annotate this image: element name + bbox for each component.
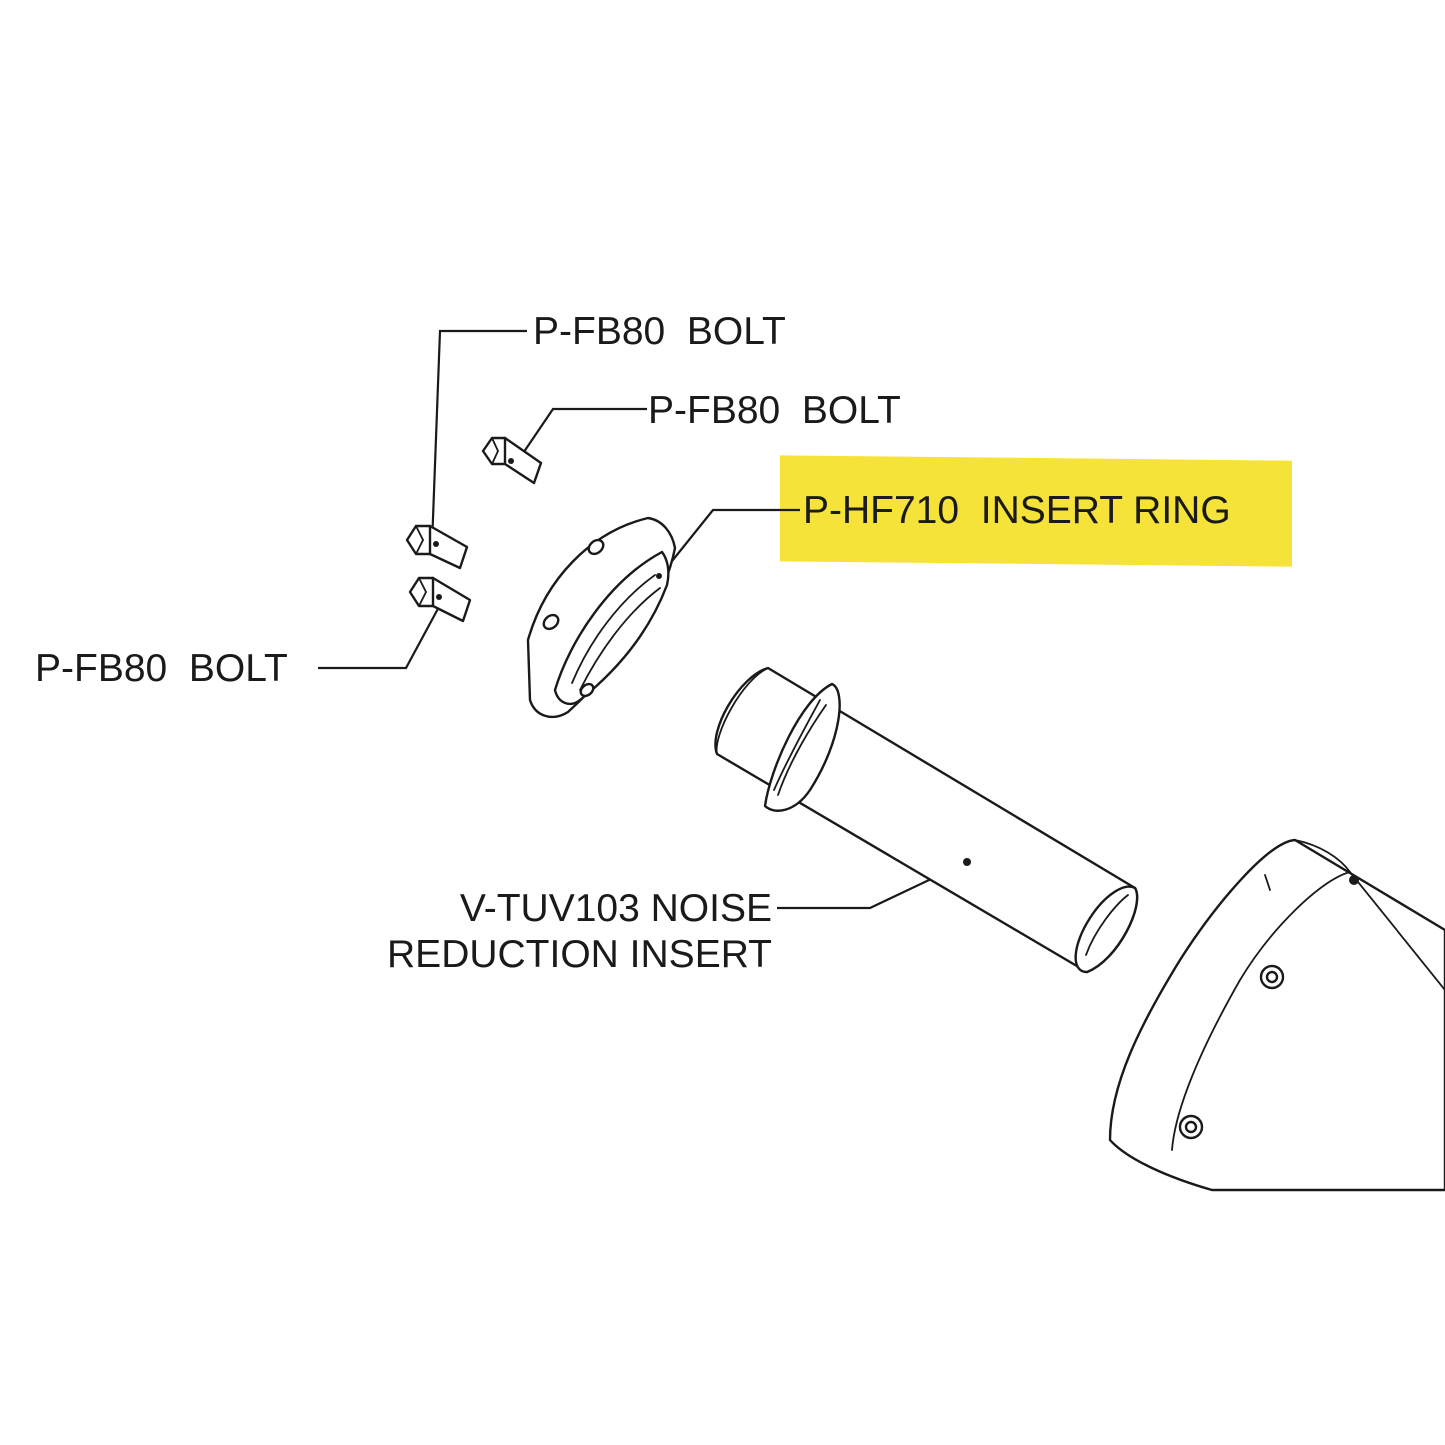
noise-insert-label-line1: V-TUV103 NOISE xyxy=(459,887,772,930)
muffler-body-part xyxy=(1108,838,1445,1192)
bolt-icon xyxy=(408,576,472,623)
bolt-icon xyxy=(481,436,543,485)
noise-insert-label-line2: REDUCTION INSERT xyxy=(387,933,772,976)
leader-bolt-top xyxy=(430,329,527,546)
noise-reduction-insert-part xyxy=(714,666,1139,974)
insert-ring-part xyxy=(526,516,677,719)
bolt-label-middle: P-FB80 BOLT xyxy=(648,389,901,432)
bolt-label-left: P-FB80 BOLT xyxy=(35,647,288,690)
insert-ring-label: P-HF710 INSERT RING xyxy=(803,489,1231,532)
bolt-icon xyxy=(405,524,469,570)
leader-bolt-middle xyxy=(512,407,647,469)
leader-bolt-left xyxy=(318,604,441,670)
noise-insert-label: V-TUV103 NOISE REDUCTION INSERT xyxy=(352,886,772,978)
leader-insert-ring xyxy=(659,508,800,577)
bolt-label-top: P-FB80 BOLT xyxy=(533,310,786,353)
